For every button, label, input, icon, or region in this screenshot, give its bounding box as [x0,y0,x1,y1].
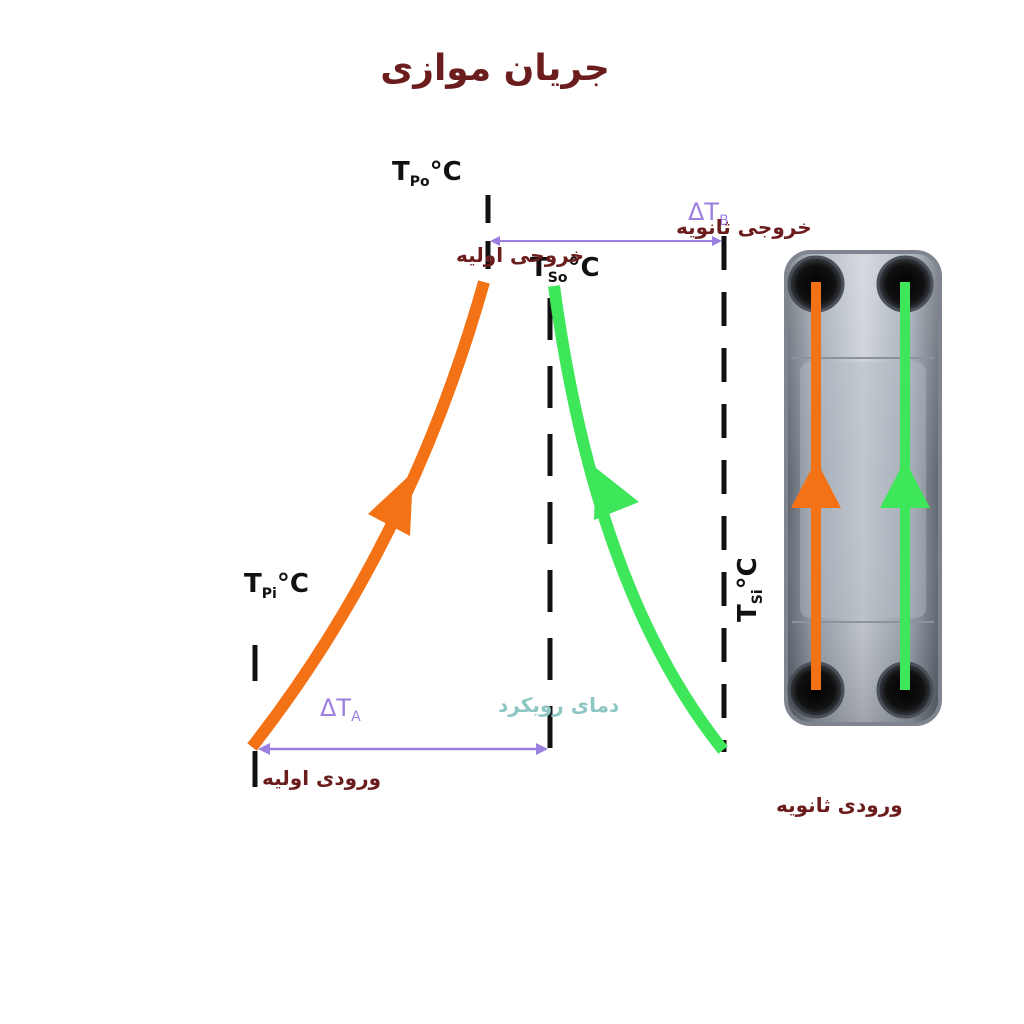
secondary-flow-curve [548,285,728,754]
delta-b-label: ΔTB [688,198,729,229]
delta-a-label: ΔTA [320,694,361,725]
plate-heat-exchanger-icon [784,250,942,726]
delta-a-arrow [258,743,548,755]
label-primary-outlet: خروجی اولیه [456,243,584,267]
temp-label-primary-inlet: TPi°C [244,569,309,602]
label-approach-temperature: دمای رویکرد [498,693,619,717]
exchanger-secondary-arrow-icon [880,460,930,508]
delta-b-arrow [490,236,722,246]
primary-flow-arrow-icon [368,472,413,536]
exchanger-primary-arrow-icon [791,460,841,508]
label-primary-inlet: ورودی اولیه [262,766,381,790]
temp-label-secondary-outlet: TSo°C [530,253,600,286]
primary-flow-curve [247,280,490,751]
label-secondary-outlet: خروجی ثانویه [676,215,812,239]
reference-dash-lines [252,195,727,800]
diagram-title: جریان موازی [380,48,610,89]
temp-label-primary-outlet: TPo°C [392,157,462,190]
label-secondary-inlet: ورودی ثانویه [776,793,903,817]
secondary-flow-arrow-icon [594,468,639,520]
temp-label-secondary-inlet: TSi°C [733,557,766,622]
